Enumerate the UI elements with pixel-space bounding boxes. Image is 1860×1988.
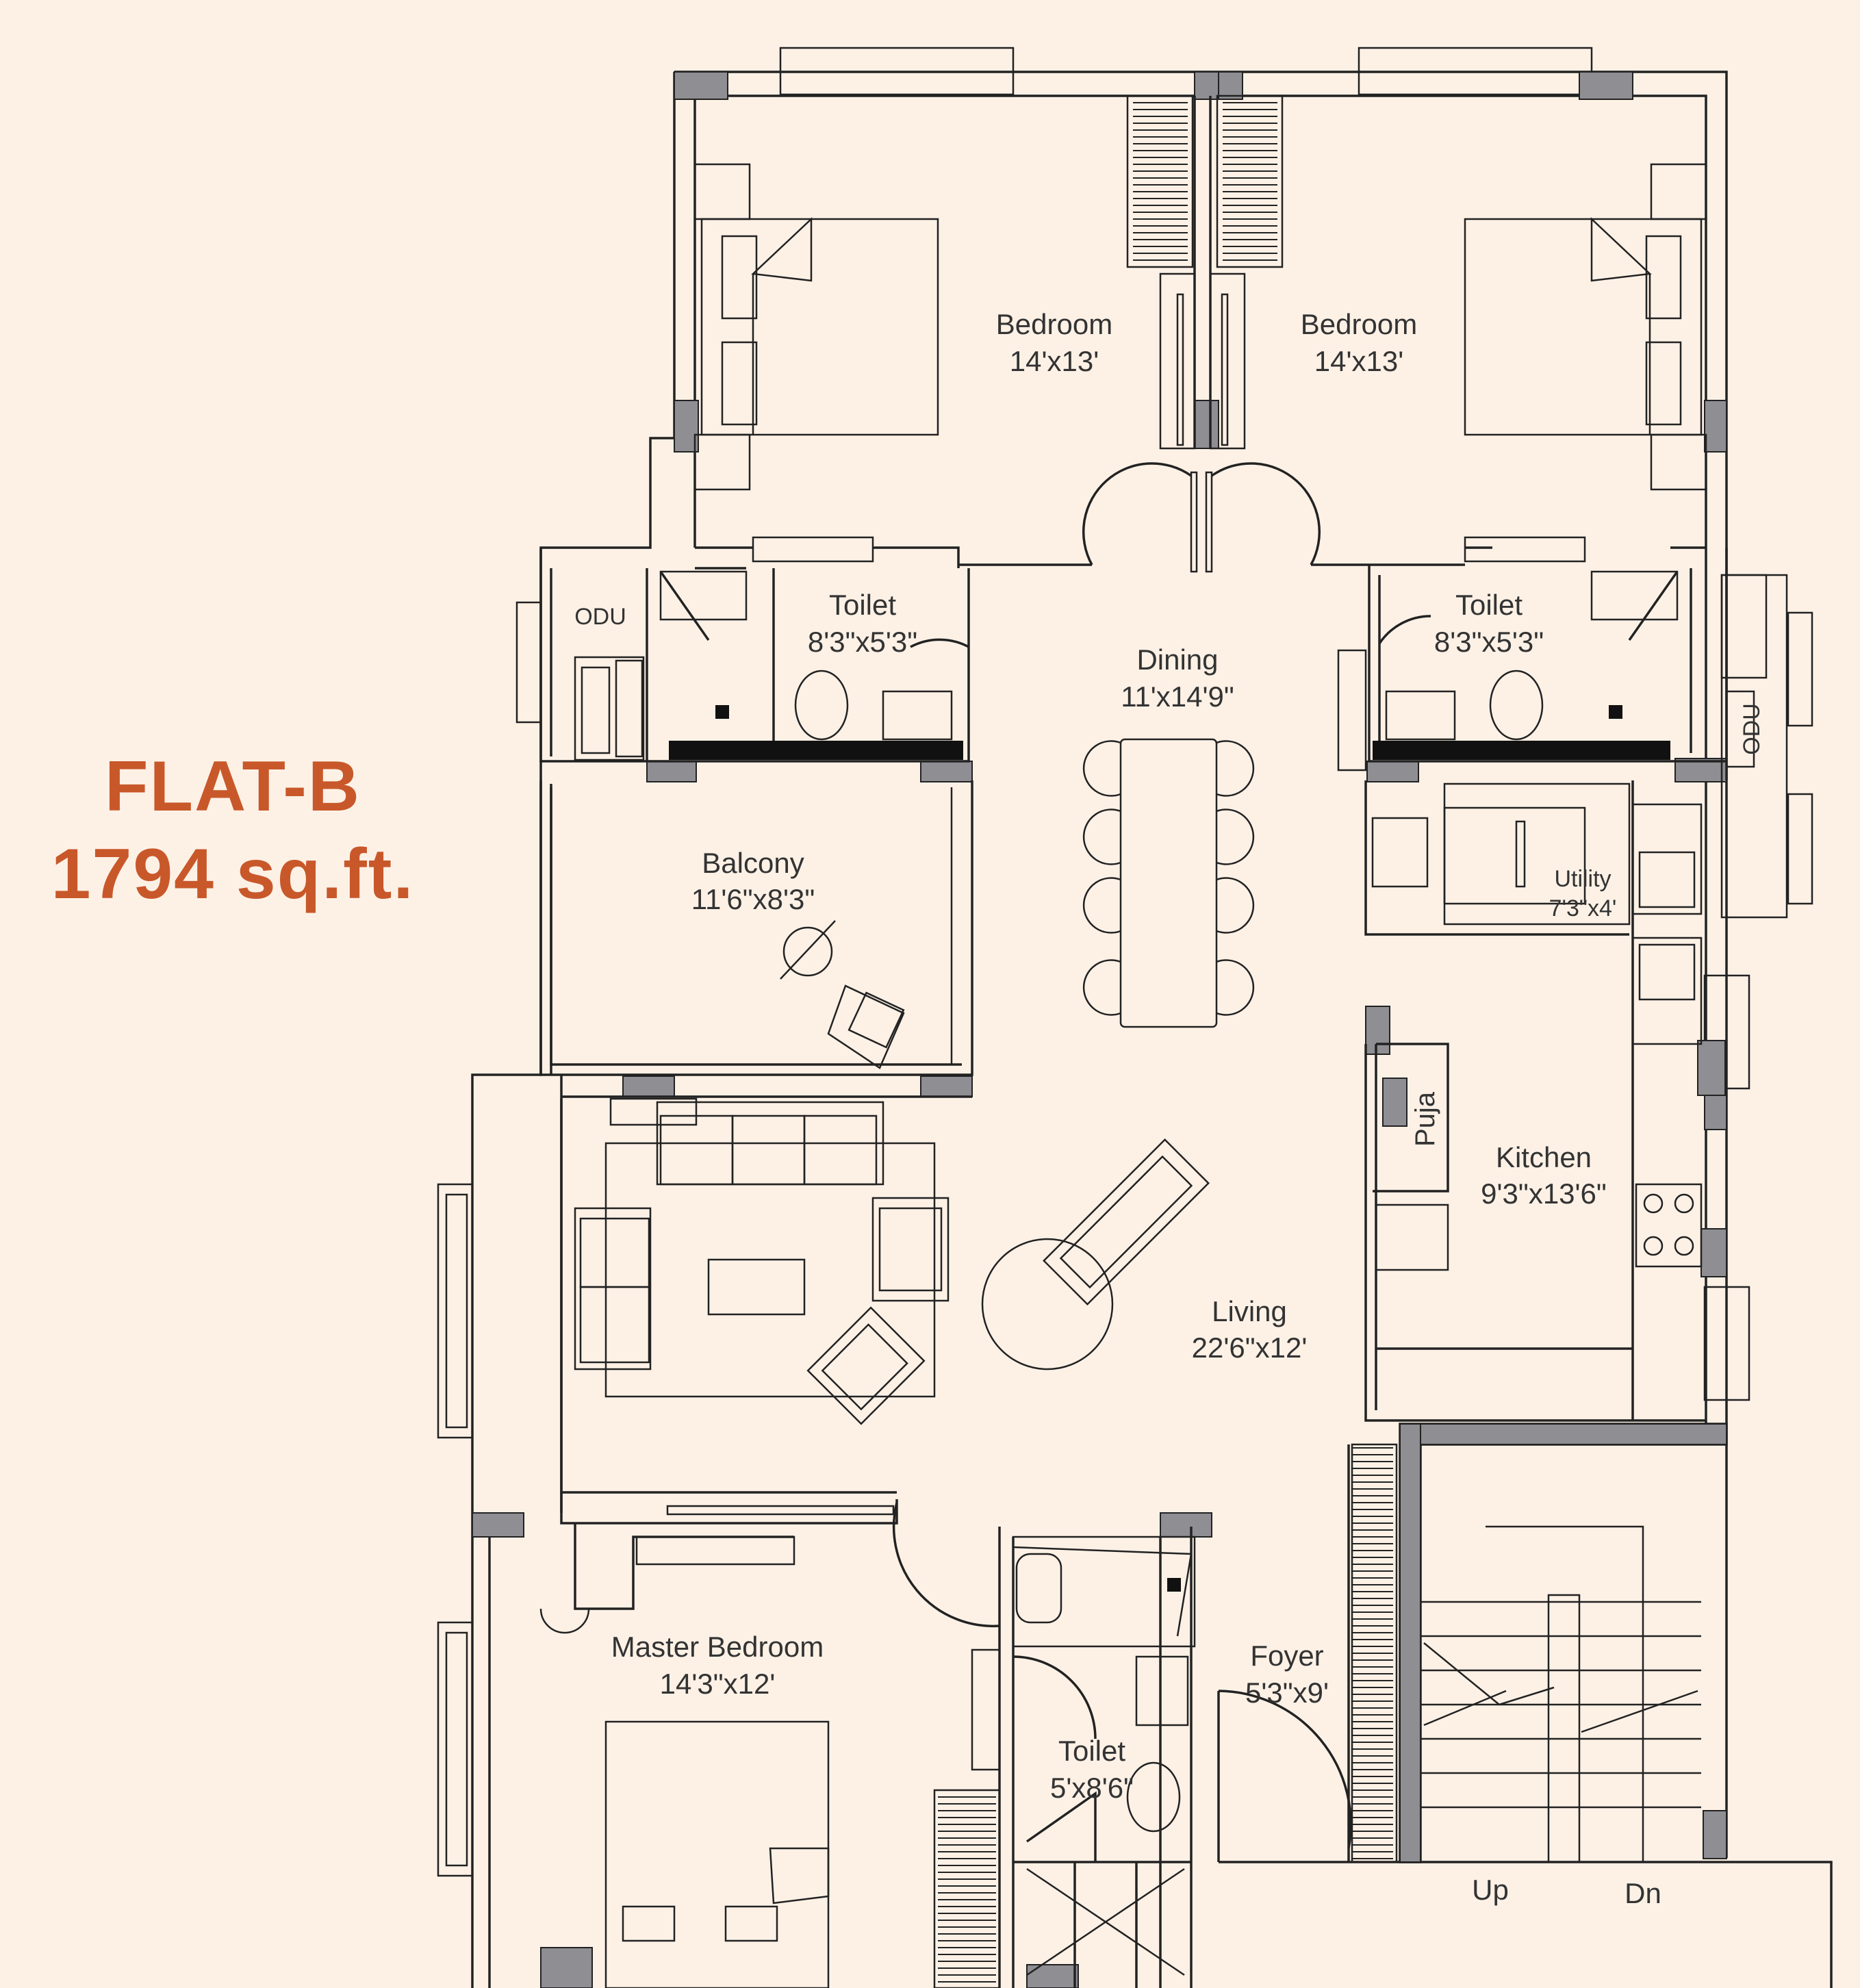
label-puja: Puja — [1410, 1091, 1440, 1147]
toilet-right-block — [1337, 536, 1788, 919]
label-stairs-up: Up — [1472, 1874, 1509, 1906]
label-bedroom-left-name: Bedroom — [996, 308, 1112, 340]
label-dining-size: 11'x14'9" — [1121, 680, 1234, 713]
dining-table — [1082, 738, 1255, 1028]
label-toilet-master-size: 5'x8'6" — [1050, 1772, 1134, 1804]
label-master-bedroom-size: 14'3"x12' — [660, 1668, 776, 1700]
bed-right — [1464, 163, 1707, 491]
label-odu-left: ODU — [574, 604, 626, 630]
living-furniture — [560, 1095, 1210, 1494]
label-dining-name: Dining — [1136, 643, 1218, 676]
master-bedroom-walls — [539, 1492, 1001, 1988]
label-toilet-right-size: 8'3"x5'3" — [1434, 626, 1544, 658]
label-kitchen-name: Kitchen — [1496, 1141, 1592, 1173]
label-toilet-master-name: Toilet — [1058, 1735, 1125, 1767]
label-odu-right: ODU — [1739, 703, 1765, 755]
label-living-name: Living — [1212, 1295, 1287, 1327]
flat-area: 1794 sq.ft. — [51, 834, 415, 914]
balcony-walls — [539, 780, 973, 1076]
kitchen-walls — [1364, 780, 1706, 1422]
label-living-size: 22'6"x12' — [1192, 1331, 1308, 1364]
toilet-left-block — [539, 536, 970, 763]
label-kitchen-size: 9'3"x13'6" — [1481, 1177, 1607, 1210]
label-utility-name: Utility — [1554, 866, 1611, 892]
label-utility-size: 7'3"x4' — [1549, 895, 1617, 921]
label-bedroom-left-size: 14'x13' — [1010, 345, 1099, 377]
label-toilet-left-size: 8'3"x5'3" — [808, 626, 917, 658]
outer-walls — [437, 71, 1813, 1988]
label-master-bedroom-name: Master Bedroom — [611, 1631, 824, 1663]
label-balcony-name: Balcony — [702, 847, 804, 879]
columns — [472, 71, 1727, 1988]
label-stairs-down: Dn — [1625, 1877, 1661, 1909]
bed-left — [693, 163, 939, 491]
wardrobe-hatch — [938, 102, 1393, 1983]
label-toilet-right-name: Toilet — [1455, 589, 1523, 621]
bedroom-partitions — [695, 94, 1706, 1983]
label-balcony-size: 11'6"x8'3" — [691, 883, 815, 915]
master-toilet — [998, 1527, 1196, 1988]
label-toilet-left-name: Toilet — [829, 589, 896, 621]
label-bedroom-right-name: Bedroom — [1301, 308, 1417, 340]
label-bedroom-right-size: 14'x13' — [1314, 345, 1403, 377]
flat-name: FLAT-B — [105, 747, 361, 826]
label-foyer-size: 5'3"x9' — [1245, 1677, 1329, 1709]
label-foyer-name: Foyer — [1250, 1640, 1323, 1672]
foyer-and-stairs — [1217, 1423, 1833, 1988]
